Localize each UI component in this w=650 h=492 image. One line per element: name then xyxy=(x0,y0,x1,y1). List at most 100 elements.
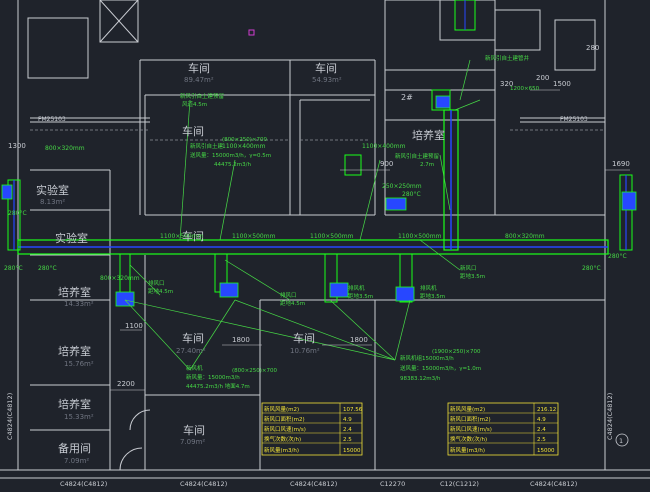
grille xyxy=(435,95,451,109)
grille xyxy=(385,197,407,211)
dimension-lines xyxy=(110,89,630,391)
room-area: 89.47m² xyxy=(184,76,214,84)
axis-label: C4824(C4812) xyxy=(60,480,107,488)
annotation: 送风量：15000m3/h，γ=1.0m xyxy=(400,364,481,372)
duct-size-label: 1100×500mm xyxy=(232,233,276,240)
room-name: 2# xyxy=(401,93,413,102)
axis-label: C4824(C4812) xyxy=(530,480,577,488)
room-name: 备用间 xyxy=(58,441,91,455)
annotation: 新风引自土建预留 xyxy=(395,152,440,160)
room-name: 培养室 xyxy=(58,397,91,411)
axis-label: C12270 xyxy=(380,480,405,488)
axis-label: C4824(C4812) xyxy=(6,393,14,440)
table-cell: 107.56 xyxy=(343,407,363,413)
annotation: 风道4.5m xyxy=(182,100,207,108)
table-cell: 15000 xyxy=(537,448,555,454)
grille xyxy=(395,286,415,302)
table-cell: 4.9 xyxy=(343,417,352,423)
room-area: 54.93m² xyxy=(312,76,342,84)
dimension: 1800 xyxy=(232,336,250,344)
room-name: 车间 xyxy=(182,124,204,138)
annotation: 44475.2m3/h xyxy=(214,162,251,168)
room-name: 车间 xyxy=(315,61,337,75)
room-name: 实验室 xyxy=(36,183,69,197)
dimension: 1800 xyxy=(350,336,368,344)
annotation: 新风引自土建管井 xyxy=(485,54,530,62)
annotation: 新风机 xyxy=(186,364,203,372)
annotation: 98383.12m3/h xyxy=(400,376,441,382)
room-name: 车间 xyxy=(182,331,204,345)
room-area: 14.33m² xyxy=(64,300,94,308)
room-name: 车间 xyxy=(293,331,315,345)
annotation: 距地4.5m xyxy=(280,299,305,307)
axis-label: C4824(C4812) xyxy=(180,480,227,488)
duct-size-label: 1100×500mm xyxy=(398,233,442,240)
duct-size-label: 250×250mm xyxy=(382,183,422,190)
axis-label: C4824(C4812) xyxy=(290,480,337,488)
duct-size-label: 800×320mm xyxy=(100,275,140,282)
annotation: 排风口 xyxy=(148,279,165,287)
duct-size-label: 800×320mm xyxy=(505,233,545,240)
table-cell: 15000 xyxy=(343,448,361,454)
room-area: 15.33m² xyxy=(64,413,94,421)
summary-table-left: 新风风量(m2) 107.56 新风口面积(m2) 4.9 新风口风速(m/s)… xyxy=(261,402,363,456)
table-cell: 2.4 xyxy=(537,427,546,433)
annotation: 距地4.5m xyxy=(148,287,173,295)
room-name: 车间 xyxy=(183,423,205,437)
annotation: 排风口 xyxy=(280,291,297,299)
table-cell: 216.12 xyxy=(537,407,556,413)
annotation: 新风引自土建 xyxy=(190,142,224,150)
walls xyxy=(0,0,650,479)
room-name: 培养室 xyxy=(58,344,91,358)
temperature-label: 280°C xyxy=(582,265,601,272)
room-area: 7.09m² xyxy=(180,438,205,446)
duct-size-label: 1100×500mm xyxy=(160,233,204,240)
axis-label: C4824(C4812) xyxy=(606,393,614,440)
table-cell: 换气次数(次/h) xyxy=(264,435,301,443)
room-name: 实验室 xyxy=(55,231,88,245)
room-area: 10.76m² xyxy=(290,347,320,355)
table-cell: 换气次数(次/h) xyxy=(450,435,487,443)
dimension: 1300 xyxy=(8,142,26,150)
annotation: (800×250)×700 xyxy=(222,137,268,143)
grille xyxy=(219,282,239,298)
temperature-label: 280°C xyxy=(608,253,627,260)
dimension: 320 xyxy=(500,80,513,88)
annotation: (1900×250)×700 xyxy=(432,349,481,355)
table-cell: 2.5 xyxy=(343,437,352,443)
room-name: 培养室 xyxy=(412,128,445,142)
axis-circle xyxy=(615,433,629,447)
dimension: 1100 xyxy=(125,322,143,330)
annotation: 新风机组15000m3/h xyxy=(400,354,454,362)
duct-system xyxy=(1,0,637,307)
window-lines xyxy=(30,129,605,141)
room-area: 7.09m² xyxy=(64,457,89,465)
table-cell: 新风口面积(m2) xyxy=(450,415,491,423)
accent-marker xyxy=(248,29,255,36)
room-name: 车间 xyxy=(182,229,204,243)
annotation: 新风引自土建预留 xyxy=(180,92,225,100)
dimension: 200 xyxy=(536,74,549,82)
room-area: 27.40m² xyxy=(176,347,206,355)
temperature-label: 280°C xyxy=(4,265,23,272)
annotation: 排风机 xyxy=(420,284,437,292)
temperature-label: 280°C xyxy=(38,265,57,272)
axis-label: C12(C1212) xyxy=(440,480,479,488)
room-name: 培养室 xyxy=(58,285,91,299)
room-name: FM25103 xyxy=(38,116,66,123)
grille xyxy=(621,191,637,211)
dimension: 280 xyxy=(586,44,599,52)
annotation: 送风量：15000m3/h，γ=0.5m xyxy=(190,151,271,159)
temperature-label: 280°C xyxy=(402,191,421,198)
table-cell: 新风量(m3/h) xyxy=(264,446,299,454)
grille xyxy=(1,184,13,200)
annotation: 2.7m xyxy=(420,162,434,168)
duct-size-label: 1100×400mm xyxy=(222,143,266,150)
room-name: 车间 xyxy=(188,61,210,75)
table-cell: 新风口风速(m/s) xyxy=(450,425,492,433)
room-name: FM25103 xyxy=(560,116,588,123)
table-cell: 4.9 xyxy=(537,417,546,423)
dimension: 1500 xyxy=(553,80,571,88)
temperature-label: 280°C xyxy=(8,210,27,217)
axis-circle-number: 1 xyxy=(619,437,623,445)
